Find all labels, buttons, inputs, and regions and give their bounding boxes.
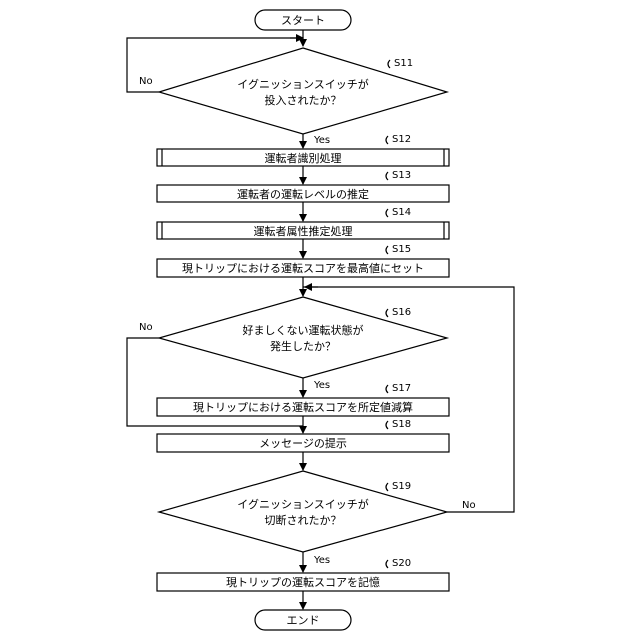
s13-step-tick [386, 172, 388, 180]
s11-yes-label: Yes [313, 135, 330, 146]
s18-step-tick [386, 421, 388, 429]
s19-line2: 切断されたか？ [265, 513, 342, 527]
s15-step-label: S15 [392, 244, 411, 255]
s12-text: 運転者識別処理 [265, 152, 342, 165]
s19-step-tick [386, 483, 388, 491]
s16-yes-label: Yes [313, 380, 330, 391]
s15-step-tick [386, 246, 388, 254]
s17-text: 現トリップにおける運転スコアを所定値減算 [193, 400, 413, 414]
s17-step-tick [386, 385, 388, 393]
s19-yes-label: Yes [313, 555, 330, 566]
s11-line2: 投入されたか？ [265, 93, 342, 107]
s16-step-label: S16 [392, 307, 411, 318]
s20-step-tick [386, 560, 388, 568]
s13-text: 運転者の運転レベルの推定 [237, 187, 369, 201]
s13-step-label: S13 [392, 170, 411, 181]
s16-line1: 好ましくない運転状態が [243, 323, 364, 337]
s11-line1: イグニッションスイッチが [237, 77, 369, 91]
s16-line2: 発生したか？ [270, 339, 336, 353]
s20-text: 現トリップの運転スコアを記憶 [226, 575, 380, 589]
s14-step-tick [386, 209, 388, 217]
start-label: スタート [281, 14, 325, 27]
s16-no-label: No [139, 322, 153, 333]
s17-step-label: S17 [392, 383, 411, 394]
s15-text: 現トリップにおける運転スコアを最高値にセット [182, 261, 424, 275]
s14-text: 運転者属性推定処理 [254, 224, 353, 238]
s18-step-label: S18 [392, 419, 411, 430]
s19-step-label: S19 [392, 481, 411, 492]
s19-line1: イグニッションスイッチが [237, 497, 369, 511]
s16-step-tick [386, 309, 388, 317]
s11-no-label: No [139, 76, 153, 87]
s11-step-tick [388, 60, 390, 68]
s20-step-label: S20 [392, 558, 411, 569]
s14-step-label: S14 [392, 207, 411, 218]
end-label: エンド [287, 614, 320, 627]
s11-step-label: S11 [394, 58, 413, 69]
s18-text: メッセージの提示 [259, 437, 347, 450]
s19-no-label: No [462, 500, 476, 511]
s12-step-label: S12 [392, 134, 411, 145]
s12-step-tick [386, 136, 388, 144]
